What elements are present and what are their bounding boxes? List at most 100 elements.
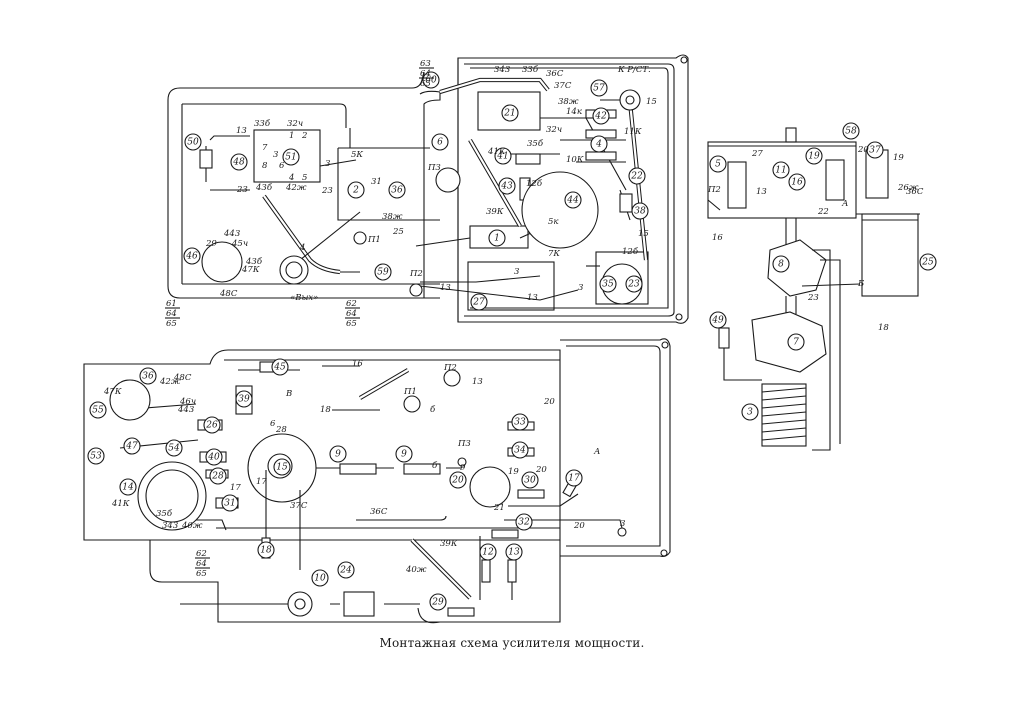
wire-label: П2 bbox=[409, 269, 423, 279]
wire-label: 3 bbox=[578, 283, 583, 293]
ref-number: 32 bbox=[518, 518, 530, 528]
ref-marker: 14 bbox=[119, 478, 137, 496]
side-assembly bbox=[707, 127, 920, 451]
ref-number: 20 bbox=[451, 476, 464, 486]
wire-label: 23 bbox=[807, 293, 819, 303]
ref-number: 11 bbox=[775, 166, 786, 176]
ref-marker: 18 bbox=[257, 541, 275, 559]
fraction-label: 61 bbox=[166, 299, 177, 309]
resistor-32 bbox=[491, 529, 519, 539]
wire-label: 23 bbox=[236, 185, 248, 195]
ref-number: 35 bbox=[602, 280, 614, 290]
ref-number: 33 bbox=[514, 418, 526, 428]
ref-marker: 1 bbox=[488, 229, 506, 247]
ref-marker: 7 bbox=[787, 333, 805, 351]
right-top-chassis bbox=[457, 54, 689, 324]
top-chassis bbox=[167, 71, 441, 299]
wire-label: 19 bbox=[893, 153, 904, 163]
terminal-3 bbox=[617, 527, 627, 537]
socket-48-frame bbox=[253, 129, 321, 183]
components bbox=[109, 89, 643, 617]
wire-label: П3 bbox=[427, 163, 441, 173]
ref-marker: 49 bbox=[709, 311, 727, 329]
wire-label: 17 bbox=[256, 477, 267, 487]
wire-label: 13 bbox=[472, 377, 483, 387]
ref-number: 19 bbox=[808, 152, 820, 162]
wire-label: 9 bbox=[460, 463, 466, 473]
wire-label: 26ж bbox=[897, 183, 919, 193]
wire-label: 37С bbox=[554, 81, 572, 91]
wire-label: 38ж bbox=[558, 97, 579, 107]
ref-number: 15 bbox=[276, 463, 288, 473]
ref-number: 53 bbox=[90, 452, 102, 462]
ref-number: 47 bbox=[125, 442, 138, 452]
wire-label: Б bbox=[857, 279, 865, 289]
ref-number: 24 bbox=[339, 566, 352, 576]
ref-marker: 51 bbox=[282, 148, 300, 166]
wire-label: 18 bbox=[878, 323, 889, 333]
wire-label: 5к bbox=[548, 217, 559, 227]
block-27-frame bbox=[467, 261, 555, 311]
wire-label: 20 bbox=[543, 397, 555, 407]
resistor-9b bbox=[403, 463, 441, 475]
ref-marker: 40 bbox=[205, 448, 223, 466]
ref-marker: 54 bbox=[165, 439, 183, 457]
wire-label: 13 bbox=[756, 187, 767, 197]
ref-marker: 55 bbox=[89, 401, 107, 419]
wire-label: 2 bbox=[301, 131, 307, 141]
wire-label: 18 bbox=[320, 405, 331, 415]
wire-label: 33б bbox=[254, 118, 271, 129]
wire-label: 43б bbox=[255, 182, 273, 193]
wire-label: 36С bbox=[546, 69, 564, 79]
ref-marker: 21 bbox=[501, 104, 519, 122]
ref-number: 55 bbox=[92, 406, 104, 416]
wire-label: 15 bbox=[646, 97, 657, 107]
ref-marker: 8 bbox=[772, 255, 790, 273]
wire-label: 443 bbox=[177, 405, 194, 415]
wire-label: 20 bbox=[535, 465, 547, 475]
ref-marker: 50 bbox=[184, 133, 202, 151]
capacitor-41 bbox=[515, 153, 541, 165]
wire-label: 47К bbox=[241, 265, 260, 275]
ref-number: 28 bbox=[211, 472, 224, 482]
ref-number: 42 bbox=[594, 112, 607, 122]
wire-label: 25 bbox=[392, 227, 404, 237]
wire-label: А bbox=[841, 199, 848, 209]
wire-label: 43б bbox=[245, 256, 263, 267]
ref-number: 31 bbox=[224, 499, 235, 509]
ref-marker: 26 bbox=[203, 416, 221, 434]
wire-label: 343 bbox=[162, 521, 178, 531]
wire-label: П2 bbox=[443, 363, 457, 373]
ref-number: 38 bbox=[634, 207, 646, 217]
ref-marker: 32 bbox=[515, 513, 533, 531]
wire-label: 29 bbox=[205, 239, 217, 249]
wire-label: П1 bbox=[367, 235, 381, 245]
ref-number: 8 bbox=[778, 260, 784, 270]
fraction-label: 64 bbox=[166, 309, 177, 319]
ref-number: 49 bbox=[711, 316, 724, 326]
coil-3-windings bbox=[761, 387, 807, 441]
ref-marker: 60 bbox=[422, 71, 440, 89]
test-point-p2-bottom bbox=[443, 369, 461, 387]
ref-marker: 36 bbox=[388, 181, 406, 199]
ref-marker: 59 bbox=[374, 263, 392, 281]
wire-label: б bbox=[432, 460, 438, 471]
wire-label: 28 bbox=[275, 425, 287, 435]
ref-marker: 9 bbox=[329, 445, 347, 463]
resistor-12 bbox=[481, 559, 491, 583]
ref-number: 60 bbox=[425, 76, 437, 86]
ref-marker: 37 bbox=[866, 141, 884, 159]
ref-number: 58 bbox=[845, 127, 857, 137]
ref-marker: 11 bbox=[772, 161, 790, 179]
ref-marker: 44 bbox=[564, 191, 582, 209]
wire-label: 36С bbox=[370, 507, 388, 517]
wire-label: 3 bbox=[273, 150, 278, 160]
wire-label: 31 bbox=[371, 177, 382, 187]
cable-harness bbox=[262, 77, 649, 600]
wire-label: 443 bbox=[223, 229, 240, 239]
ref-marker: 42 bbox=[592, 107, 610, 125]
wire-label: 42ж bbox=[285, 183, 307, 193]
ref-number: 2 bbox=[352, 186, 359, 196]
resistor-29 bbox=[447, 607, 475, 617]
